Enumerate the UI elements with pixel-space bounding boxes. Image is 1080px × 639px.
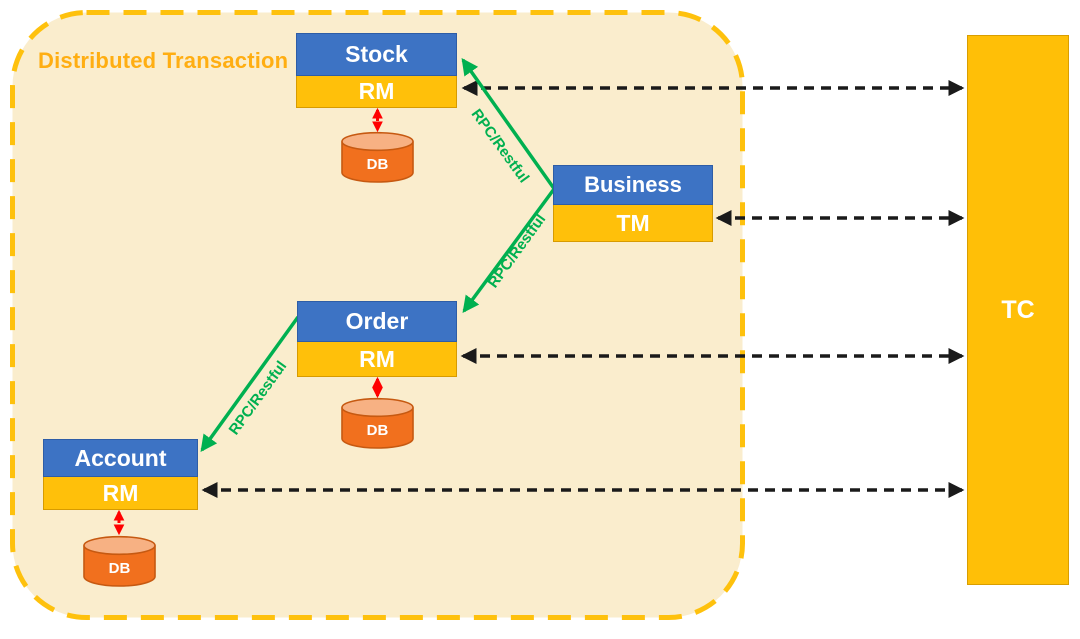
service-business-role: TM xyxy=(553,205,713,242)
tc-label: TC xyxy=(1001,295,1035,324)
diagram-title: Distributed Transaction xyxy=(38,48,289,73)
service-stock-role: RM xyxy=(296,76,457,108)
service-stock-name: Stock xyxy=(296,33,457,76)
tc-box: TC xyxy=(967,35,1069,585)
service-order: Order RM xyxy=(297,301,457,377)
service-order-role: RM xyxy=(297,342,457,377)
service-business: Business TM xyxy=(553,165,713,242)
db-label: DB xyxy=(367,156,389,173)
service-stock: Stock RM xyxy=(296,33,457,108)
service-account-role: RM xyxy=(43,477,198,510)
service-order-name: Order xyxy=(297,301,457,342)
service-account: Account RM xyxy=(43,439,198,510)
service-account-name: Account xyxy=(43,439,198,477)
database-cylinder-stock: DB xyxy=(341,131,414,183)
arrow-business-to-stock xyxy=(461,57,562,199)
db-label: DB xyxy=(367,422,389,439)
arrow-order-to-account xyxy=(200,315,300,453)
service-business-name: Business xyxy=(553,165,713,205)
database-cylinder-order: DB xyxy=(341,397,414,449)
db-label: DB xyxy=(109,560,131,577)
arrow-business-to-order xyxy=(462,183,559,314)
database-cylinder-account: DB xyxy=(83,535,156,587)
